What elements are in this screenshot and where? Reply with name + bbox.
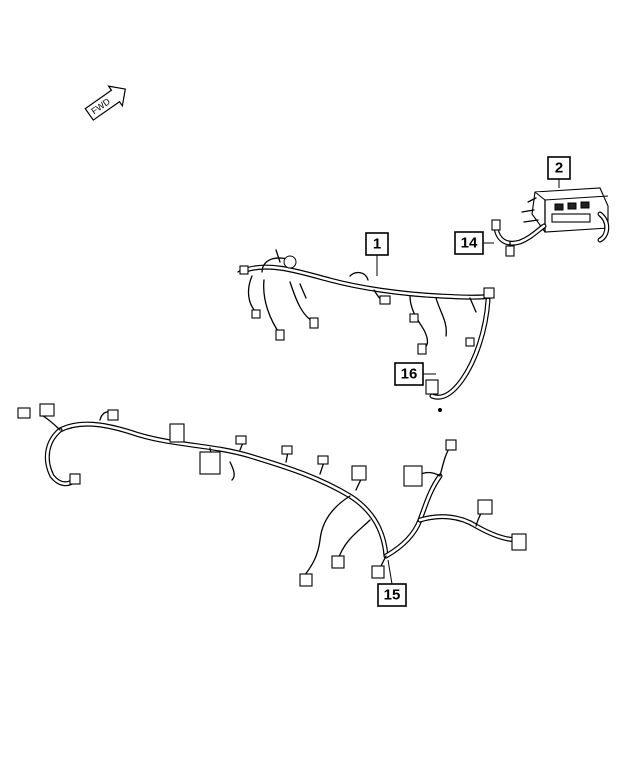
callout-15-label: 15 [384, 587, 401, 604]
callout-2-label: 2 [555, 160, 563, 177]
power-distribution-center-part [521, 187, 610, 243]
callout-14-label: 14 [461, 235, 478, 252]
callout-1-label: 1 [373, 236, 381, 253]
callout-16: 16 [394, 362, 436, 386]
jumper-harness-part [491, 219, 547, 257]
callout-16-label: 16 [401, 366, 418, 383]
callout-2: 2 [547, 156, 571, 188]
callout-15: 15 [377, 559, 407, 607]
body-harness-part [17, 403, 527, 587]
callout-1: 1 [365, 232, 389, 276]
fwd-arrow: FWD [84, 85, 126, 121]
instrument-panel-harness-part [237, 249, 495, 412]
callout-14: 14 [454, 231, 494, 255]
